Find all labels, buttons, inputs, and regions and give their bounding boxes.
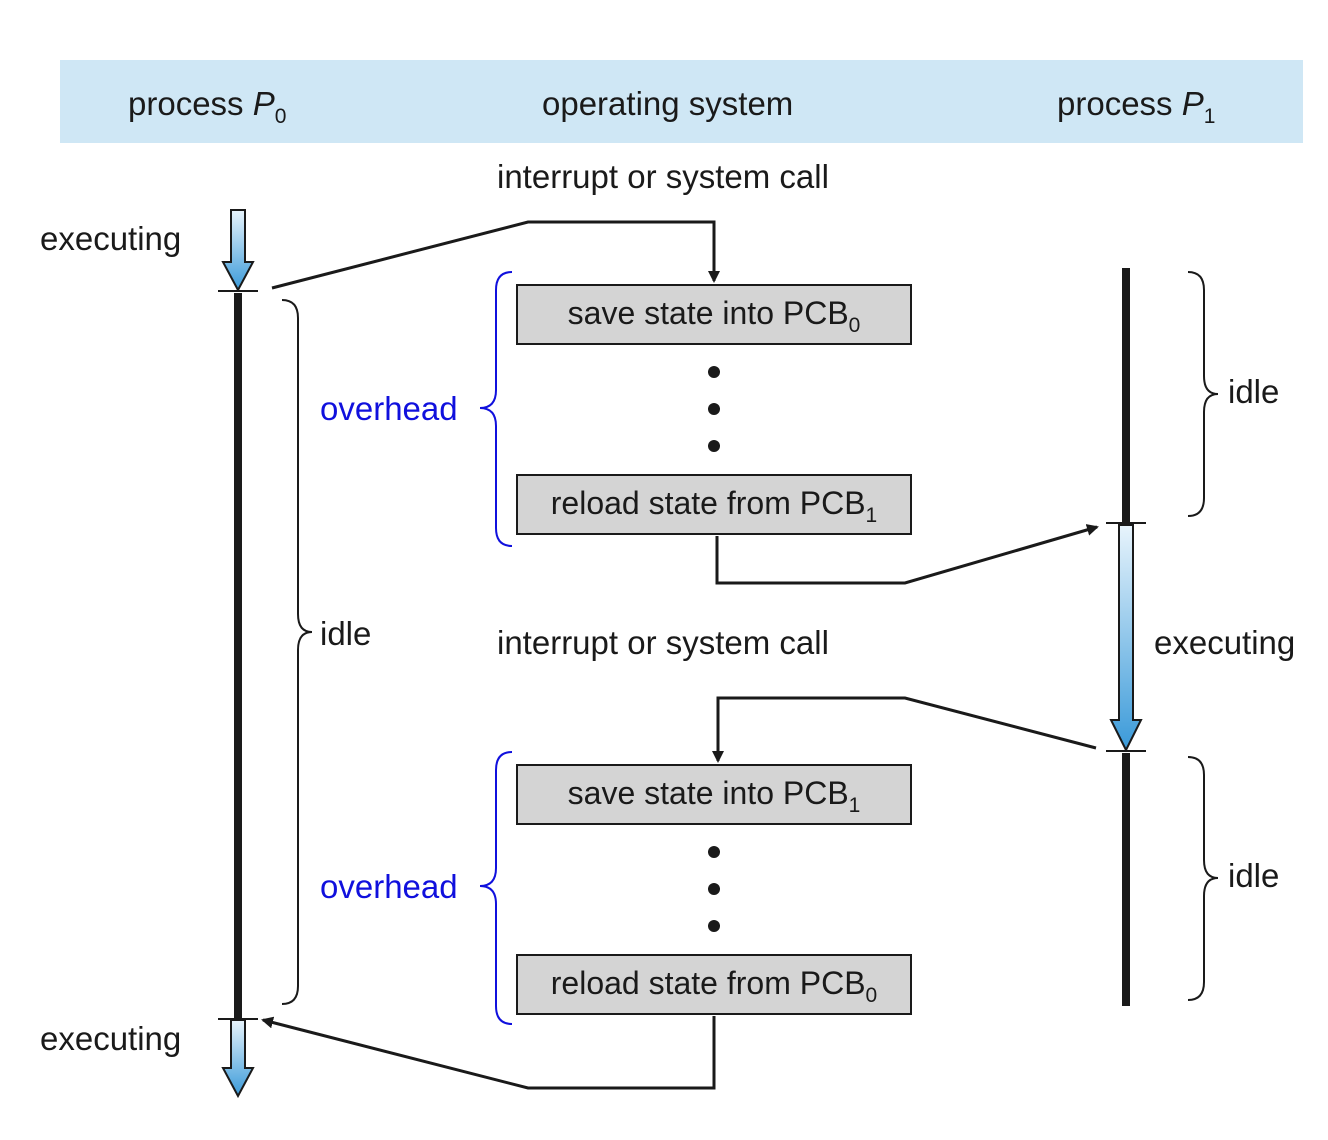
box-reload-pcb0: reload state from PCB0 bbox=[516, 954, 912, 1015]
ellipsis-dot bbox=[708, 846, 720, 858]
p1-idle-brace-top bbox=[1187, 271, 1219, 517]
box-save-pcb1: save state into PCB1 bbox=[516, 764, 912, 825]
box-save-pcb0: save state into PCB0 bbox=[516, 284, 912, 345]
svg-text:save state into PCB1: save state into PCB1 bbox=[568, 775, 861, 817]
p0-executing-arrow-top bbox=[221, 209, 255, 293]
p0-idle-brace bbox=[281, 299, 313, 1005]
p1-idle-label-top: idle bbox=[1228, 373, 1279, 410]
interrupt-label-top: interrupt or system call bbox=[497, 158, 829, 195]
svg-text:reload state from PCB0: reload state from PCB0 bbox=[551, 965, 877, 1007]
overhead-brace-top bbox=[479, 271, 513, 547]
p1-executing-label: executing bbox=[1154, 624, 1295, 661]
box-reload-pcb1: reload state from PCB1 bbox=[516, 474, 912, 535]
p0-idle-label: idle bbox=[320, 615, 371, 652]
ellipsis-dot bbox=[708, 883, 720, 895]
connector-p0-to-os bbox=[271, 220, 720, 290]
overhead-brace-bottom bbox=[479, 751, 513, 1025]
svg-text:reload state from PCB1: reload state from PCB1 bbox=[551, 485, 877, 527]
p0-executing-label-top: executing bbox=[40, 220, 181, 257]
p0-executing-arrow-bottom bbox=[221, 1019, 255, 1099]
ellipsis-dot bbox=[708, 366, 720, 378]
p1-executing-arrow bbox=[1109, 524, 1143, 753]
p0-executing-label-bottom: executing bbox=[40, 1020, 181, 1057]
ellipsis-dot bbox=[708, 920, 720, 932]
ellipsis-dot bbox=[708, 440, 720, 452]
overhead-label-top: overhead bbox=[320, 390, 458, 427]
p1-idle-label-bottom: idle bbox=[1228, 857, 1279, 894]
svg-text:save state into PCB0: save state into PCB0 bbox=[568, 295, 861, 337]
header-band bbox=[60, 60, 1303, 143]
header-process-p1: process P1 bbox=[1057, 85, 1215, 128]
header-operating-system: operating system bbox=[542, 85, 793, 122]
connector-p1-to-os bbox=[712, 696, 1097, 763]
interrupt-label-middle: interrupt or system call bbox=[497, 624, 829, 661]
header-process-p0: process P0 bbox=[128, 85, 286, 128]
p1-idle-brace-bottom bbox=[1187, 756, 1219, 1001]
connector-os-to-p0 bbox=[261, 1016, 716, 1090]
connector-os-to-p1 bbox=[715, 524, 1099, 585]
ellipsis-dot bbox=[708, 403, 720, 415]
overhead-label-bottom: overhead bbox=[320, 868, 458, 905]
